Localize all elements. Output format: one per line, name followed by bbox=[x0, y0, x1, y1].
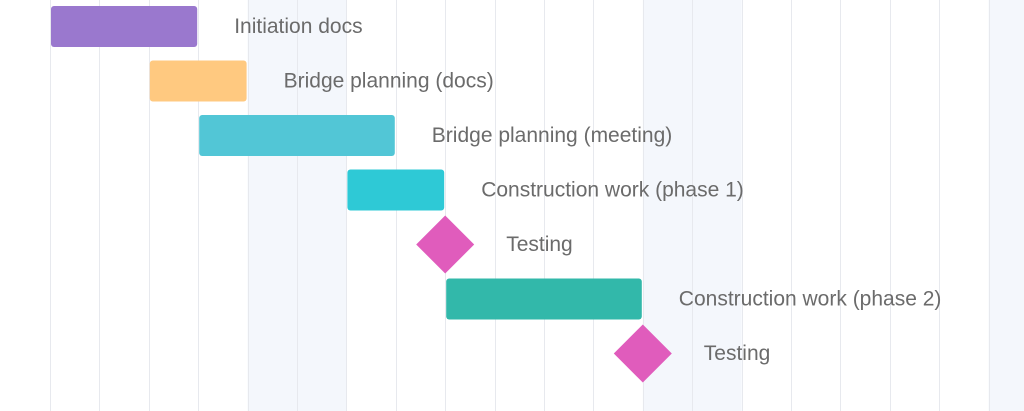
task-label: Construction work (phase 2) bbox=[679, 288, 942, 311]
task-bar[interactable] bbox=[51, 6, 198, 47]
task-bar[interactable] bbox=[199, 115, 395, 156]
milestone-diamond[interactable] bbox=[613, 324, 672, 383]
task-bar[interactable] bbox=[446, 278, 642, 320]
task-row-2[interactable]: Bridge planning (meeting) bbox=[199, 115, 672, 156]
task-label: Bridge planning (meeting) bbox=[432, 124, 672, 147]
task-label: Bridge planning (docs) bbox=[284, 70, 494, 93]
task-row-6[interactable]: Testing bbox=[613, 324, 771, 383]
task-bar[interactable] bbox=[149, 60, 247, 102]
task-row-0[interactable]: Initiation docs bbox=[51, 6, 363, 47]
task-label: Initiation docs bbox=[234, 15, 362, 38]
task-row-3[interactable]: Construction work (phase 1) bbox=[347, 169, 744, 211]
task-row-5[interactable]: Construction work (phase 2) bbox=[446, 278, 942, 320]
task-label: Testing bbox=[704, 342, 771, 365]
shaded-column-2 bbox=[988, 0, 1024, 411]
milestone-diamond[interactable] bbox=[416, 215, 475, 274]
task-row-1[interactable]: Bridge planning (docs) bbox=[149, 60, 494, 102]
task-row-4[interactable]: Testing bbox=[416, 215, 573, 274]
task-label: Construction work (phase 1) bbox=[481, 179, 744, 202]
task-label: Testing bbox=[506, 233, 573, 256]
task-bar[interactable] bbox=[347, 169, 445, 211]
